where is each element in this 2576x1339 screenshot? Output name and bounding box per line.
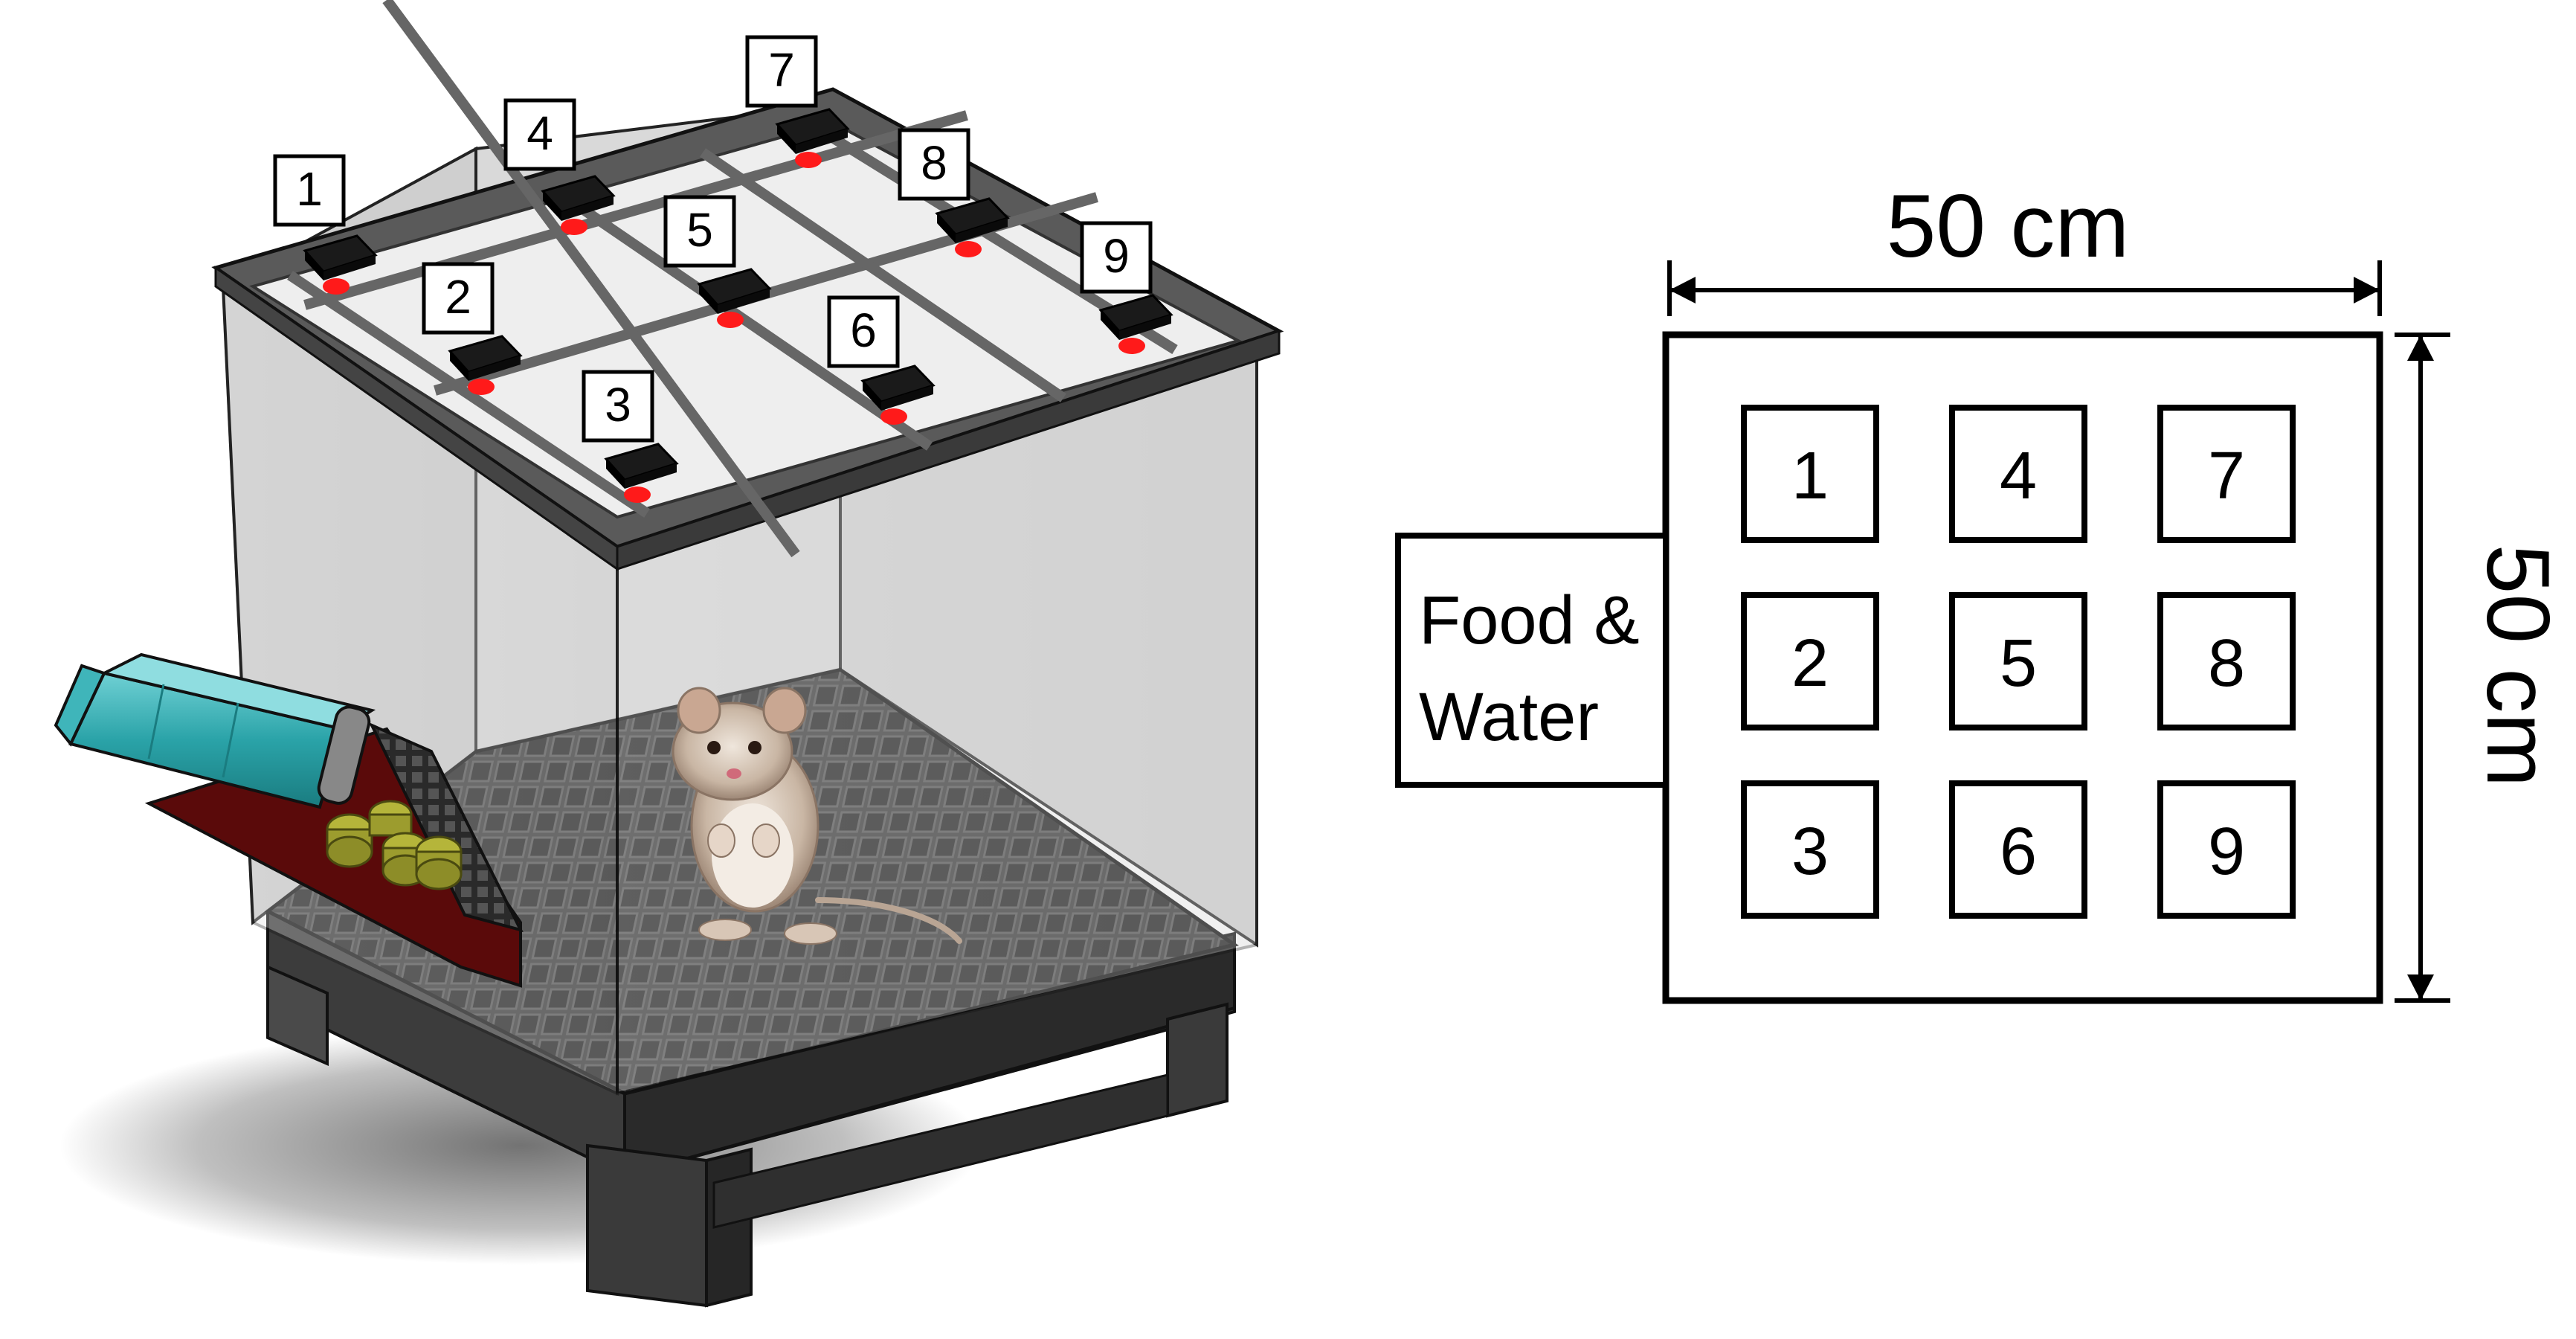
cage-top-frame <box>211 0 1284 571</box>
width-label: 50 cm <box>1887 176 2130 276</box>
sensor-led-icon <box>468 379 495 395</box>
food-water-label-line2: Water <box>1419 679 1599 755</box>
sensor-label-7: 7 <box>745 35 818 108</box>
sensor-1 <box>303 234 378 295</box>
sensor-label-group: 1 2 3 4 5 6 7 8 9 <box>273 35 1153 443</box>
food-water-label-line1: Food & <box>1419 582 1640 658</box>
sensor-number: 1 <box>296 162 323 216</box>
sensor-led-icon <box>561 219 587 235</box>
schematic: 50 cm 50 cm Food & Water 1 4 7 2 5 8 3 6 9 <box>1395 176 2568 1004</box>
sensor-led-icon <box>955 241 982 257</box>
sensor-number: 5 <box>686 203 713 257</box>
sensor-label-2: 2 <box>422 262 495 335</box>
sensor-led-icon <box>880 408 907 425</box>
sensor-6 <box>860 365 936 425</box>
sensor-label-5: 5 <box>663 195 736 268</box>
sensor-cell-5: 5 <box>1949 592 2087 730</box>
sensor-cell-number: 3 <box>1791 815 1829 889</box>
sensor-group <box>303 108 1173 503</box>
sensor-cell-number: 2 <box>1791 626 1829 701</box>
sensor-label-4: 4 <box>503 98 576 171</box>
sensor-number: 8 <box>921 136 947 190</box>
food-water-dispenser <box>54 652 524 988</box>
sensor-cell-number: 1 <box>1791 439 1829 513</box>
sensor-4 <box>541 175 616 235</box>
sensor-label-8: 8 <box>898 128 970 201</box>
sensor-cell-number: 5 <box>2000 626 2037 701</box>
sensor-3 <box>604 443 679 503</box>
food-pellets <box>326 800 463 890</box>
sensor-cell-4: 4 <box>1949 405 2087 543</box>
height-dimension: 50 cm <box>2395 333 2568 1003</box>
sensor-cell-number: 8 <box>2208 626 2245 701</box>
cage-illustration: 1 2 3 4 5 6 7 8 9 <box>54 0 1284 1308</box>
sensor-number: 9 <box>1103 229 1130 283</box>
sensor-cell-9: 9 <box>2157 780 2296 919</box>
sensor-label-1: 1 <box>273 154 346 227</box>
sensor-cell-number: 6 <box>2000 815 2037 889</box>
sensor-cell-6: 6 <box>1949 780 2087 919</box>
sensor-label-9: 9 <box>1080 221 1153 294</box>
sensor-number: 6 <box>850 304 877 357</box>
sensor-label-6: 6 <box>827 295 900 368</box>
sensor-8 <box>935 197 1010 257</box>
sensor-9 <box>1098 294 1173 354</box>
sensor-led-icon <box>1118 338 1145 354</box>
sensor-cell-2: 2 <box>1741 592 1879 730</box>
height-label: 50 cm <box>2468 545 2568 788</box>
sensor-cell-number: 4 <box>2000 439 2037 513</box>
sensor-led-icon <box>795 152 822 168</box>
sensor-cell-3: 3 <box>1741 780 1879 919</box>
sensor-cell-number: 7 <box>2208 439 2245 513</box>
sensor-led-icon <box>717 312 744 328</box>
sensor-cell-8: 8 <box>2157 592 2296 730</box>
sensor-led-icon <box>624 487 651 503</box>
food-water-box: Food & Water <box>1395 533 1669 788</box>
sensor-cell-number: 9 <box>2208 815 2245 889</box>
sensor-5 <box>697 268 772 328</box>
sensor-cell-7: 7 <box>2157 405 2296 543</box>
sensor-number: 7 <box>768 43 795 97</box>
sensor-cell-grid: 1 4 7 2 5 8 3 6 9 <box>1741 405 2296 919</box>
sensor-cell-1: 1 <box>1741 405 1879 543</box>
sensor-led-icon <box>323 278 350 295</box>
sensor-number: 2 <box>445 270 471 324</box>
sensor-label-3: 3 <box>582 370 654 443</box>
gerbil <box>672 687 962 945</box>
sensor-number: 3 <box>605 378 631 431</box>
sensor-7 <box>775 108 850 168</box>
water-bottle <box>54 652 376 809</box>
width-dimension: 50 cm <box>1667 176 2382 316</box>
sensor-2 <box>448 335 523 395</box>
sensor-number: 4 <box>527 106 553 160</box>
